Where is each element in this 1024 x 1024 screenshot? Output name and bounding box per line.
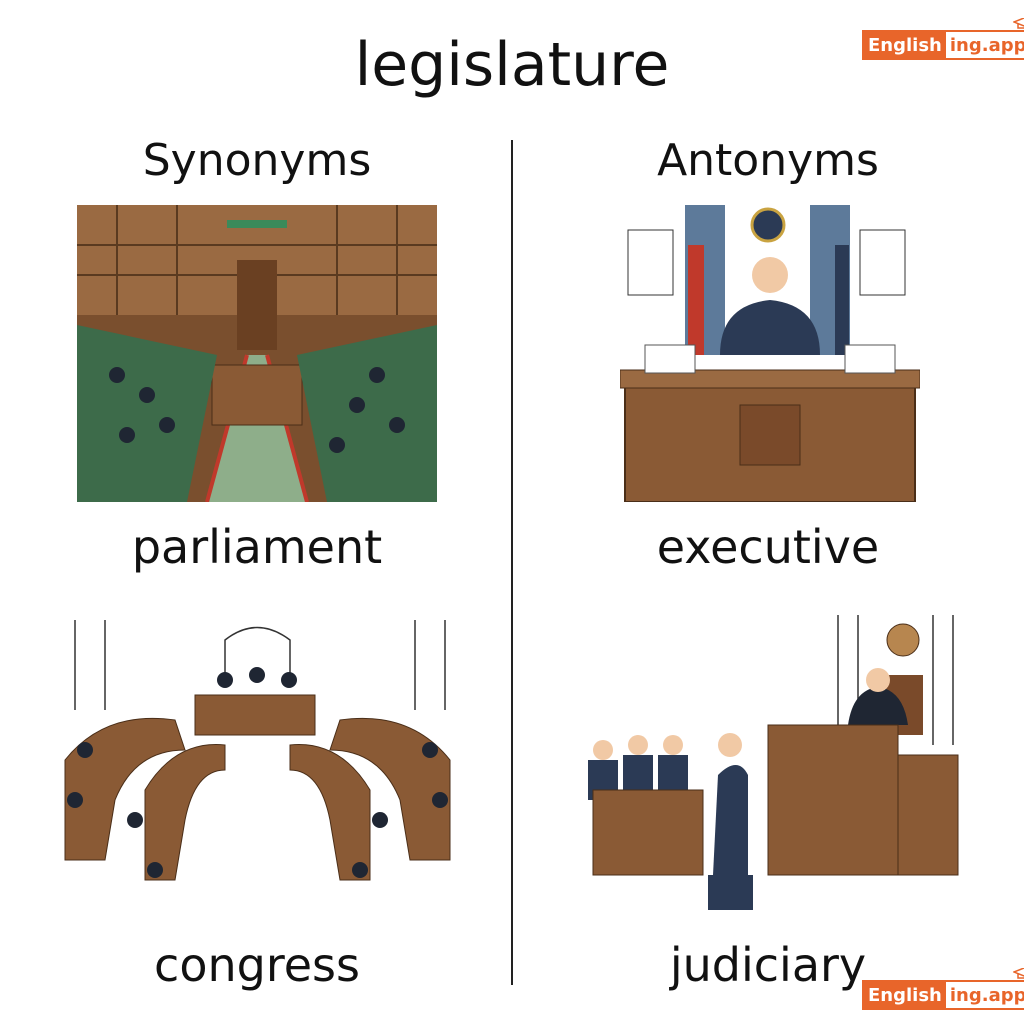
logo-text-english: English xyxy=(864,982,946,1008)
synonym-word-congress: congress xyxy=(154,938,360,992)
logo-text-ingapp: ing.app xyxy=(945,32,1024,58)
logo-text-english: English xyxy=(864,32,946,58)
page-title: legislature xyxy=(354,30,670,100)
logo-text-ingapp: ing.app xyxy=(945,982,1024,1008)
parliament-illustration xyxy=(77,205,437,502)
antonym-word-executive: executive xyxy=(656,520,880,574)
executive-illustration xyxy=(620,205,920,502)
synonym-word-parliament: parliament xyxy=(131,520,383,574)
graduation-cap-icon xyxy=(1012,18,1024,29)
congress-illustration xyxy=(64,620,451,881)
judiciary-illustration xyxy=(588,615,959,910)
synonyms-heading: Synonyms xyxy=(142,135,372,186)
antonyms-heading: Antonyms xyxy=(657,135,879,186)
antonym-word-judiciary: judiciary xyxy=(669,938,867,992)
graduation-cap-icon xyxy=(1012,968,1024,979)
column-divider xyxy=(511,140,513,985)
